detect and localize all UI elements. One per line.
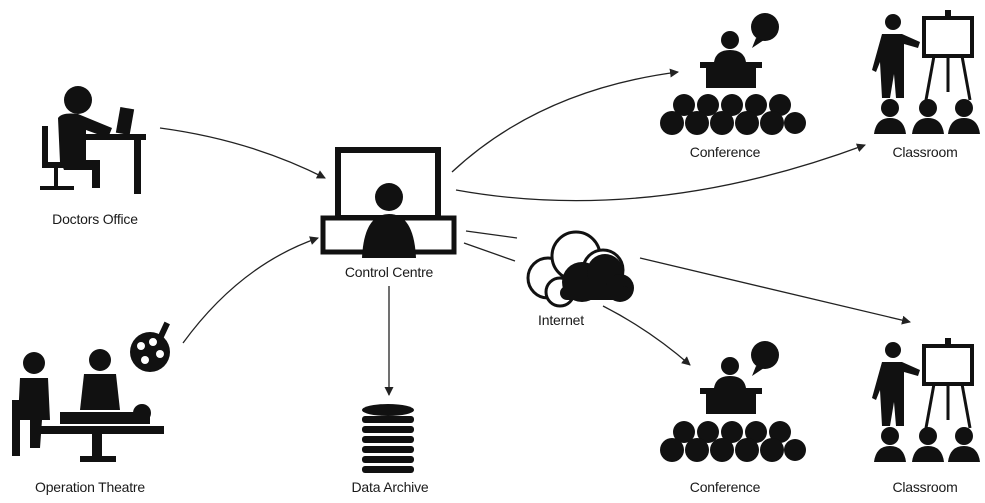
edge-control-to-internet-b: [463, 242, 516, 262]
surgery-team-icon: [12, 321, 170, 462]
conference-bottom-label: Conference: [689, 479, 761, 495]
edge-internet-to-conference-bottom: [602, 305, 691, 366]
classroom-bottom-label: Classroom: [892, 479, 958, 495]
edge-control-to-classroom-top: [455, 143, 866, 202]
operator-monitors-icon: [320, 147, 457, 258]
teacher-board-icon: [872, 10, 980, 134]
edge-control-to-conference-top: [451, 68, 679, 173]
operation-theatre-label: Operation Theatre: [35, 479, 145, 495]
internet-label: Internet: [538, 312, 584, 328]
teacher-board-icon: [872, 338, 980, 462]
doctors-office-label: Doctors Office: [52, 211, 138, 227]
speaker-audience-icon: [660, 13, 806, 135]
data-archive-label: Data Archive: [351, 479, 429, 495]
edge-doctors-to-control: [159, 127, 326, 179]
doctor-at-desk-icon: [40, 86, 146, 194]
cloud-icon: [526, 230, 634, 308]
classroom-top-label: Classroom: [892, 144, 958, 160]
database-stack-icon: [362, 404, 414, 473]
conference-top-label: Conference: [689, 144, 761, 160]
edge-control-to-internet-a: [465, 230, 518, 239]
edge-theatre-to-control: [182, 236, 319, 344]
edges: [159, 68, 911, 396]
edge-internet-to-classroom-bottom: [639, 257, 911, 325]
speaker-audience-icon: [660, 341, 806, 462]
control-centre-label: Control Centre: [344, 264, 434, 280]
